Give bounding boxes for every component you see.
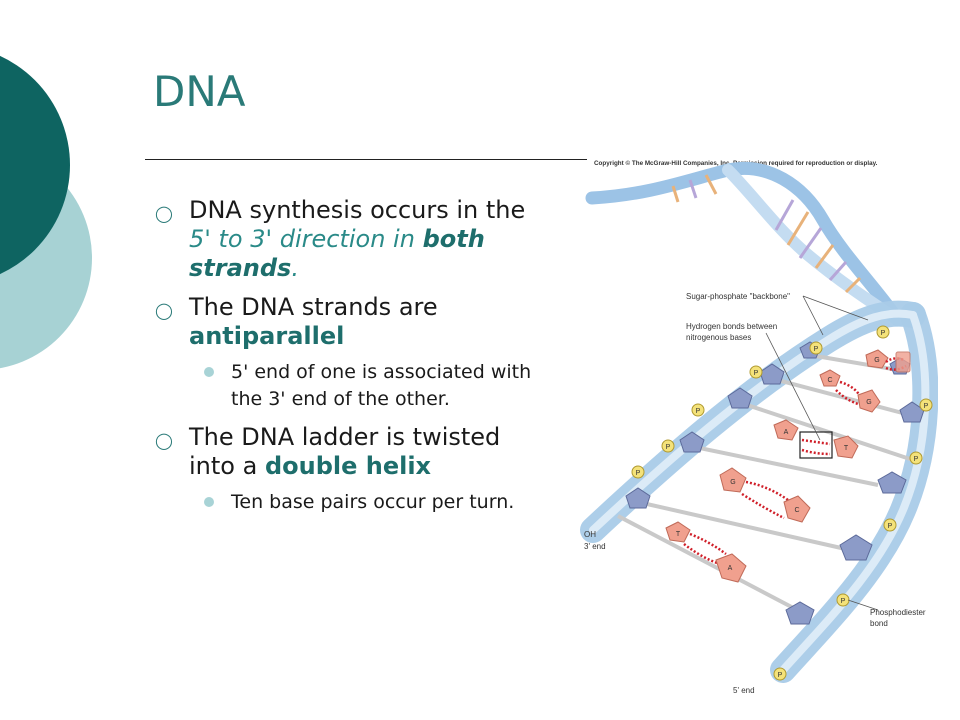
phosphate-icon: P (909, 451, 923, 465)
bullet-marker-icon: ◯ (155, 301, 173, 320)
phosphate-icon: P (919, 398, 933, 412)
phosphate-icon: P (631, 465, 645, 479)
label-phospho-1: Phosphodiester (870, 608, 926, 617)
svg-text:G: G (866, 399, 871, 406)
bullet-1-em: 5' to 3' direction in (189, 225, 415, 253)
sub-bullet-3-text: Ten base pairs occur per turn. (231, 491, 515, 513)
phosphate-icon: P (661, 439, 675, 453)
svg-text:C: C (794, 507, 799, 514)
svg-text:C: C (827, 377, 832, 384)
svg-text:T: T (844, 445, 849, 452)
label-3end: 3' end (584, 542, 606, 551)
bullet-marker-icon: ◯ (155, 431, 173, 450)
bullet-3: ◯ The DNA ladder is twisted into a doubl… (155, 423, 550, 481)
svg-text:P: P (778, 672, 783, 679)
label-phospho-2: bond (870, 619, 888, 628)
svg-text:P: P (754, 370, 759, 377)
svg-text:G: G (730, 479, 735, 486)
svg-text:P: P (814, 346, 819, 353)
sub-bullet-dot-icon (204, 497, 214, 507)
phosphate-icon: P (876, 325, 890, 339)
helix-strands (580, 300, 938, 683)
phosphate-icon: P (749, 365, 763, 379)
svg-text:P: P (841, 598, 846, 605)
label-5end: 5' end (733, 686, 755, 695)
svg-text:P: P (881, 330, 886, 337)
bullet-2: ◯ The DNA strands are antiparallel (155, 293, 550, 351)
dna-double-helix-figure: Copyright © The McGraw-Hill Companies, I… (580, 159, 938, 695)
sub-bullet-dot-icon (204, 367, 214, 377)
base-pair-4: G C (719, 467, 811, 523)
title-divider (145, 159, 587, 160)
base-pair-3: A T (773, 419, 859, 459)
rungs (617, 353, 914, 615)
label-hbond-1: Hydrogen bonds between (686, 322, 777, 331)
bullet-1-period: . (291, 254, 299, 282)
sub-bullet-2-text: 5' end of one is associated with the 3' … (231, 361, 532, 410)
svg-text:T: T (676, 531, 681, 538)
sugar-groups (625, 341, 925, 625)
dark-circle (0, 55, 70, 275)
bullet-1-strong: both strands (189, 225, 485, 282)
svg-text:P: P (924, 403, 929, 410)
sub-bullet-3: Ten base pairs occur per turn. (155, 489, 550, 516)
svg-text:P: P (914, 456, 919, 463)
phosphate-icon: P (836, 593, 850, 607)
svg-text:A: A (784, 429, 789, 436)
label-backbone: Sugar-phosphate "backbone" (686, 292, 790, 301)
phosphate-groups: P P P P P P P P P P P (631, 325, 933, 681)
slide-title: DNA (153, 67, 246, 116)
svg-text:P: P (696, 408, 701, 415)
phosphate-icon: P (773, 667, 787, 681)
bullet-1: ◯ DNA synthesis occurs in the 5' to 3' d… (155, 196, 550, 283)
svg-text:P: P (636, 470, 641, 477)
sub-bullet-2: 5' end of one is associated with the 3' … (155, 359, 550, 413)
label-hbond-2: nitrogenous bases (686, 333, 751, 342)
base-pair-5: T A (665, 521, 747, 583)
base-pair-2: C G (819, 369, 881, 413)
phosphate-icon: P (883, 518, 897, 532)
bullet-3-text: The DNA ladder is twisted into a (189, 423, 501, 480)
phosphate-icon: P (809, 341, 823, 355)
bullet-marker-icon: ◯ (155, 204, 173, 223)
svg-text:P: P (666, 444, 671, 451)
svg-text:A: A (728, 565, 733, 572)
helix-top (585, 161, 905, 327)
decorative-circles (0, 55, 92, 369)
label-leaders (765, 295, 879, 611)
label-oh: OH (584, 530, 596, 539)
bullet-2-strong: antiparallel (189, 322, 345, 350)
bullet-2-text: The DNA strands are (189, 293, 438, 321)
svg-text:G: G (874, 357, 879, 364)
bullet-list: ◯ DNA synthesis occurs in the 5' to 3' d… (155, 196, 550, 526)
bullet-1-space (415, 225, 423, 253)
phosphate-icon: P (691, 403, 705, 417)
bullet-3-strong: double helix (264, 452, 432, 480)
svg-text:P: P (888, 523, 893, 530)
bullet-1-text: DNA synthesis occurs in the (189, 196, 526, 224)
base-pair-1: G (865, 349, 911, 373)
